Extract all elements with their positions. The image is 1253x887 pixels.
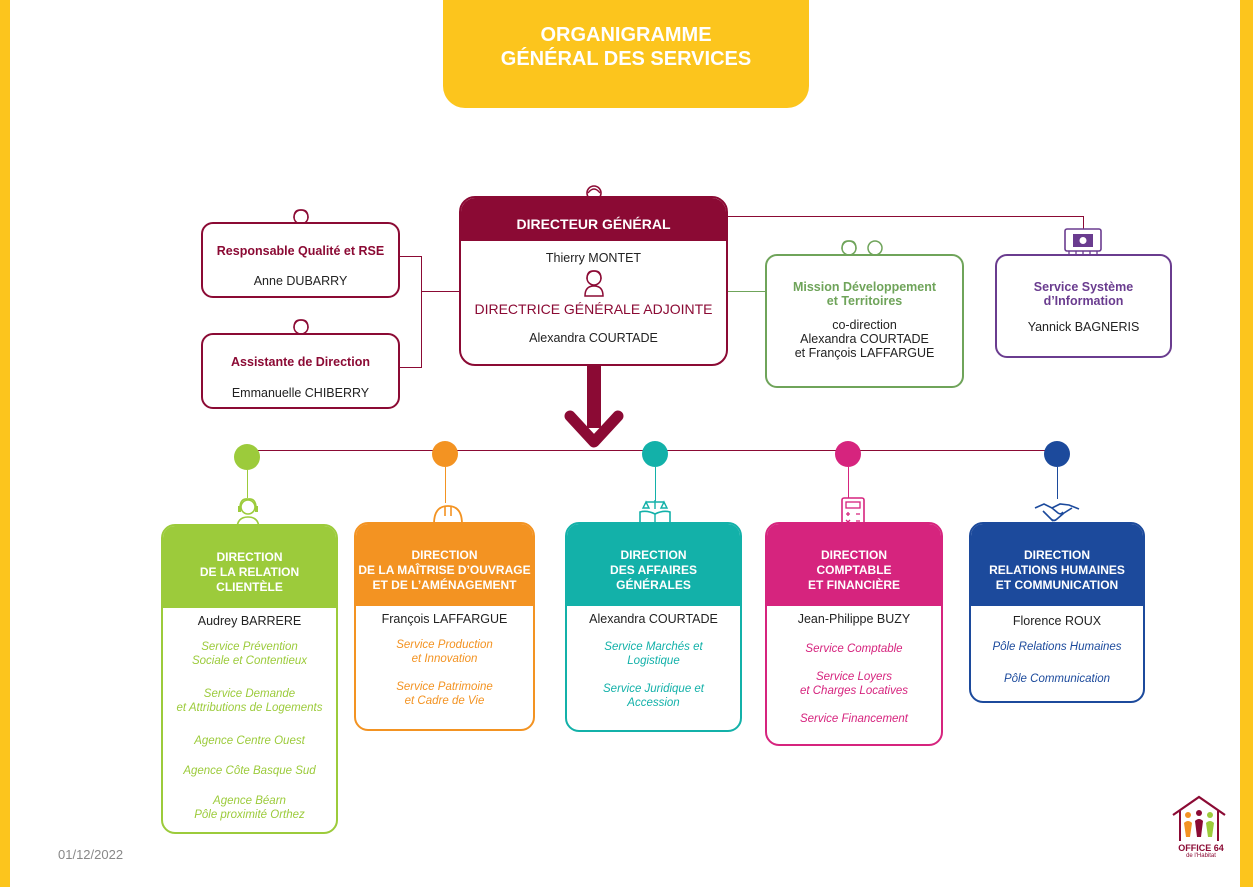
dir2-service-2: Service Patrimoine et Cadre de Vie [396,681,493,707]
assistante-box: Assistante de Direction Emmanuelle CHIBE… [201,333,400,409]
dir3-head-line-3: GÉNÉRALES [616,577,691,592]
adjointe-person-icon [583,270,604,297]
down-arrow-icon [564,366,624,448]
ssi-box: Service Système d’Information Yannick BA… [995,254,1172,358]
title-line-1: ORGANIGRAMME [540,24,712,46]
connector-left-bracket-top [399,256,421,257]
direction-relation-clientele-header: DIRECTION DE LA RELATION CLIENTÈLE [163,526,336,608]
direction-affaires-generales: DIRECTION DES AFFAIRES GÉNÉRALES Alexand… [565,522,742,732]
dir1-head-line-3: CLIENTÈLE [216,579,283,594]
stem-pink [848,467,849,499]
stem-teal [655,467,656,501]
direction-maitrise-ouvrage-header: DIRECTION DE LA MAÎTRISE D’OUVRAGE ET DE… [356,524,533,606]
connector-dg-to-mission [728,291,766,292]
dir4-service-2: Service Loyers et Charges Locatives [799,671,909,697]
maitrise-ouvrage-dot [432,441,458,467]
direction-relations-humaines-header: DIRECTION RELATIONS HUMAINES ET COMMUNIC… [971,524,1143,606]
mission-box: Mission Développement et Territoires co-… [765,254,964,388]
dir2-head-line-2: DE LA MAÎTRISE D’OUVRAGE [358,562,531,577]
assistante-name: Emmanuelle CHIBERRY [231,386,370,400]
left-edge-bar [0,0,10,887]
logo-text-line-2: de l'Habitat [1186,853,1216,859]
dir1-head-line-2: DE LA RELATION [199,564,300,579]
qualite-title: Responsable Qualité et RSE [216,244,385,258]
directeur-general-title: DIRECTEUR GÉNÉRAL [516,216,671,232]
stem-blue [1057,467,1058,499]
ssi-title-line-2: d’Information [1043,294,1124,308]
mission-line-1: co-direction [832,318,897,332]
logo-text-line-1: OFFICE 64 [1178,843,1224,853]
dir4-service-3: Service Financement [799,713,909,725]
direction-affaires-generales-header: DIRECTION DES AFFAIRES GÉNÉRALES [567,524,740,606]
dir1-service-2: Service Demande et Attributions de Logem… [176,688,323,714]
dir3-head-line-2: DES AFFAIRES [610,562,697,577]
dir3-head-line-1: DIRECTION [620,547,687,562]
dir1-service-1: Service Prévention Sociale et Contentieu… [191,641,308,667]
direction-generale-box: DIRECTEUR GÉNÉRAL Thierry MONTET DIRECTR… [459,196,728,366]
connector-left-bracket-v [421,256,422,368]
adjointe-name: Alexandra COURTADE [529,331,658,345]
dir5-head-line-3: ET COMMUNICATION [995,577,1119,592]
ssi-title-line-1: Service Système [1033,280,1134,294]
handshake-icon [1034,503,1080,522]
office64-logo-icon [1172,795,1226,841]
adjointe-title: DIRECTRICE GÉNÉRALE ADJOINTE [474,301,713,317]
dir5-head-line-1: DIRECTION [1024,547,1090,562]
dir5-head-line-2: RELATIONS HUMAINES [989,562,1125,577]
right-edge-bar [1240,0,1253,887]
mission-line-3: et François LAFFARGUE [794,346,935,360]
page-title: ORGANIGRAMME GÉNÉRAL DES SERVICES [443,0,809,108]
connector-dg-to-left [421,291,459,292]
dir3-director-name: Alexandra COURTADE [589,612,718,626]
dir1-director-name: Audrey BARRERE [197,614,302,628]
relation-clientele-dot [234,444,260,470]
dir2-service-1: Service Production et Innovation [396,639,493,665]
direction-relations-humaines: DIRECTION RELATIONS HUMAINES ET COMMUNIC… [969,522,1145,703]
dir1-service-5: Agence Béarn Pôle proximité Orthez [194,795,305,821]
mission-line-2: Alexandra COURTADE [800,332,929,346]
direction-comptable-financiere: DIRECTION COMPTABLE ET FINANCIÈRE Jean-P… [765,522,943,746]
connector-dg-to-ssi-v [1083,216,1084,230]
mission-title-line-2: et Territoires [826,294,903,308]
comptable-financiere-dot [835,441,861,467]
direction-relation-clientele: DIRECTION DE LA RELATION CLIENTÈLE Audre… [161,524,338,834]
stem-orange [445,467,446,503]
title-line-2: GÉNÉRAL DES SERVICES [500,48,752,70]
connector-left-bracket-bottom [399,367,421,368]
date-label: 01/12/2022 [58,847,124,862]
dir1-service-3: Agence Centre Ouest [194,735,305,747]
mission-title-line-1: Mission Développement [792,280,937,294]
dir4-service-1: Service Comptable [805,643,903,655]
assistante-title: Assistante de Direction [231,355,370,369]
dir3-service-2: Service Juridique et Accession [603,683,704,709]
dir2-head-line-3: ET DE L’AMÉNAGEMENT [372,577,517,592]
dir1-head-line-1: DIRECTION [216,549,283,564]
dir2-director-name: François LAFFARGUE [381,612,508,626]
dir5-service-1: Pôle Relations Humaines [992,641,1122,653]
dir4-head-line-2: COMPTABLE [816,562,892,577]
dir4-head-line-1: DIRECTION [821,547,887,562]
dir4-director-name: Jean-Philippe BUZY [797,612,911,626]
dir1-service-4: Agence Côte Basque Sud [183,765,316,777]
dir2-head-line-1: DIRECTION [411,547,478,562]
affaires-generales-dot [642,441,668,467]
dir5-director-name: Florence ROUX [1012,614,1102,628]
ressources-humaines-dot [1044,441,1070,467]
dir3-service-1: Service Marchés et Logistique [604,641,703,667]
direction-maitrise-ouvrage: DIRECTION DE LA MAÎTRISE D’OUVRAGE ET DE… [354,522,535,731]
dir4-head-line-3: ET FINANCIÈRE [807,577,900,592]
direction-comptable-financiere-header: DIRECTION COMPTABLE ET FINANCIÈRE [767,524,941,606]
qualite-box: Responsable Qualité et RSE Anne DUBARRY [201,222,400,298]
qualite-name: Anne DUBARRY [253,274,348,288]
connector-dg-to-ssi-h [728,216,1084,217]
dir5-service-2: Pôle Communication [1003,673,1111,685]
directeur-general-name: Thierry MONTET [545,251,642,265]
directeur-general-header: DIRECTEUR GÉNÉRAL [461,198,726,241]
stem-green [247,470,248,498]
ssi-name: Yannick BAGNERIS [1027,320,1140,334]
